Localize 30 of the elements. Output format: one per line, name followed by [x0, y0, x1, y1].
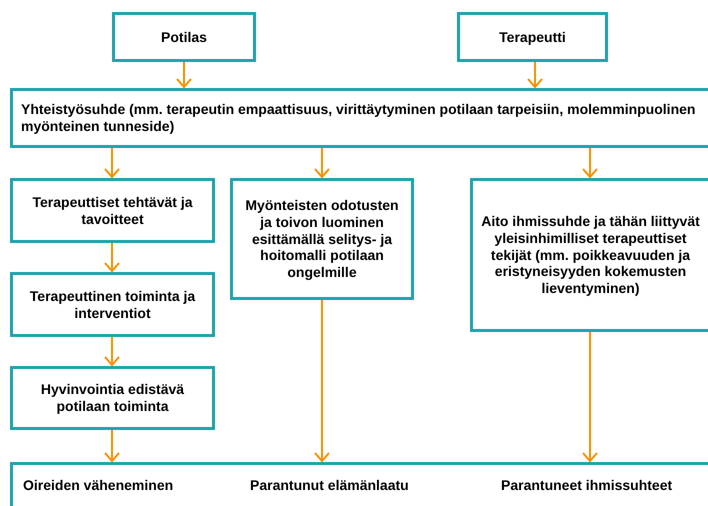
arrow [314, 148, 330, 178]
box-text: Yhteistyösuhde (mm. terapeutin empaattisuus, virittäytyminen potilaan tarpeisiin, molemminpuolinen myönteinen tunneside) [21, 101, 696, 135]
arrow [104, 148, 120, 178]
process-box [112, 12, 256, 62]
arrow [176, 62, 192, 88]
box-text: Parantuneet ihmissuhteet [501, 477, 672, 494]
box-text: Oireiden väheneminen [23, 477, 174, 494]
arrow [582, 332, 598, 462]
arrow [104, 337, 120, 366]
box-text: Hyvinvointia edistävä potilaan toiminta [40, 381, 186, 415]
arrow [582, 148, 598, 178]
arrow [314, 300, 330, 462]
arrow [104, 243, 120, 272]
process-box [457, 12, 608, 62]
box-text: Aito ihmissuhde ja tähän liittyvät yleisinhimilliset terapeuttiset tekijät (mm. poikkeavuuden ja eristyneisyyden kokemusten lieventyminen) [480, 213, 701, 297]
process-box [230, 178, 414, 300]
arrow [527, 62, 543, 88]
process-box [470, 178, 708, 332]
box-text: Myönteisten odotusten ja toivon luominen esittämällä selitys- ja hoitomalli potilaan ongelmille [244, 197, 400, 281]
process-box [10, 88, 708, 148]
process-box [10, 272, 215, 337]
box-text: Terapeuttiset tehtävät ja tavoitteet [31, 194, 194, 228]
box-text: Terapeutti [499, 28, 566, 46]
process-box [10, 178, 215, 243]
outcome-band [10, 462, 708, 506]
box-text: Parantunut elämänlaatu [250, 477, 409, 494]
arrow [104, 430, 120, 462]
box-text: Potilas [161, 28, 207, 46]
box-text: Terapeuttinen toiminta ja interventiot [28, 288, 196, 322]
process-box [10, 366, 215, 430]
